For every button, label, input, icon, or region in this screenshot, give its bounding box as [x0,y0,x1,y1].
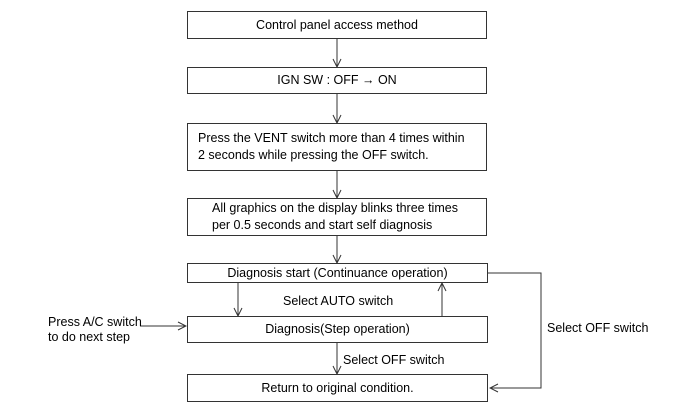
label-select-auto: Select AUTO switch [283,294,394,308]
box-return-original: Return to original condition. [187,374,488,402]
box-diagnosis-step: Diagnosis(Step operation) [187,316,488,343]
arrow-diag-start-to-return [488,272,542,388]
label-press-ac-line1: Press A/C switch [48,315,142,329]
box-return-original-text: Return to original condition. [261,380,414,395]
label-select-off-mid: Select OFF switch [343,353,445,367]
box-access-method-text: Control panel access method [256,17,418,32]
box-diagnosis-step-text: Diagnosis(Step operation) [265,322,410,336]
box-ign-switch-text: IGN SW : OFF → ON [277,73,397,87]
box-all-graphics: All graphics on the display blinks three… [187,198,487,236]
box-diagnosis-start: Diagnosis start (Continuance operation) [187,263,488,283]
label-select-off-right: Select OFF switch [547,321,649,335]
box-press-vent-text: Press the VENT switch more than 4 times … [198,130,465,164]
label-press-ac: Press A/C switch to do next step [48,315,142,345]
box-access-method: Control panel access method [187,11,487,39]
box-press-vent-line1: Press the VENT switch more than 4 times … [198,131,465,145]
box-ign-switch: IGN SW : OFF → ON [187,67,487,94]
box-all-graphics-line1: All graphics on the display blinks three… [212,201,458,215]
box-press-vent: Press the VENT switch more than 4 times … [187,123,487,171]
box-all-graphics-line2: per 0.5 seconds and start self diagnosis [212,218,433,232]
label-press-ac-line2: to do next step [48,330,131,344]
box-diagnosis-start-text: Diagnosis start (Continuance operation) [227,265,448,280]
box-press-vent-line2: 2 seconds while pressing the OFF switch. [198,148,429,162]
box-all-graphics-text: All graphics on the display blinks three… [198,200,458,234]
